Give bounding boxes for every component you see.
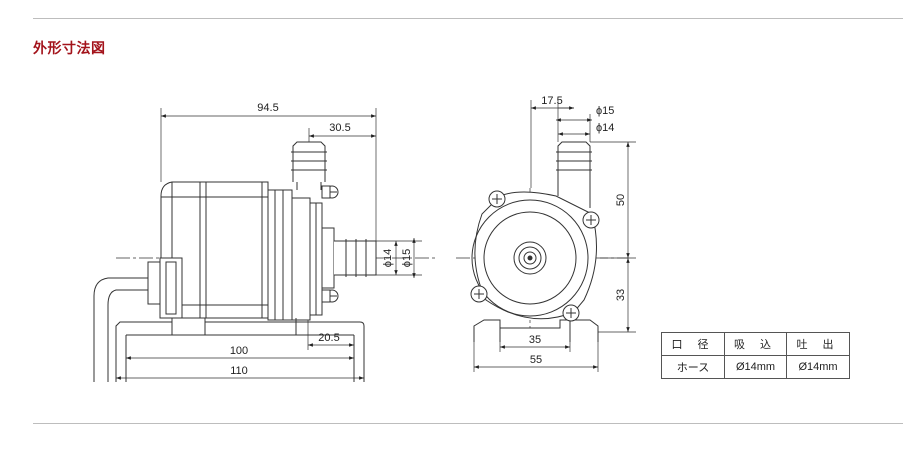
- spec-header-row: 口 径 吸 込 吐 出: [661, 332, 850, 356]
- side-view-dimensions: [116, 108, 422, 380]
- side-view-labels: 94.5 30.5 ϕ14 ϕ15 100 20.5 110: [230, 102, 413, 377]
- top-divider: [33, 18, 903, 19]
- pump-housing: [267, 189, 293, 321]
- dim-lower-height: 33: [615, 289, 627, 301]
- cable-gland: [147, 261, 162, 305]
- dim-upper-height: 50: [615, 194, 627, 206]
- dim-side-phi15: ϕ15: [401, 249, 413, 267]
- dim-mount-outer: 55: [530, 354, 542, 366]
- spec-row-label: ホース: [661, 355, 725, 379]
- dim-outlet-offset: 30.5: [329, 122, 350, 134]
- hose-spec-table: 口 径 吸 込 吐 出 ホース Ø14mm Ø14mm: [661, 332, 850, 379]
- screw-right: [582, 211, 600, 229]
- side-view: [93, 141, 438, 382]
- page-title: 外形寸法図: [33, 40, 106, 56]
- front-outlet-barb: [557, 141, 591, 208]
- screw-bottom-left: [470, 285, 488, 303]
- spec-header-discharge: 吐 出: [786, 332, 850, 356]
- spec-header-bore: 口 径: [661, 332, 725, 356]
- spec-header-suction: 吸 込: [724, 332, 787, 356]
- front-mount-foot: [473, 319, 599, 342]
- dim-front-phi14: ϕ14: [596, 122, 614, 134]
- front-view-dimensions: [473, 100, 636, 372]
- dim-base-inner: 100: [230, 345, 248, 357]
- dim-overall-length: 94.5: [257, 102, 278, 114]
- bottom-divider: [33, 423, 903, 424]
- outlet-barb-top: [292, 141, 326, 182]
- dim-top-offset: 17.5: [541, 95, 562, 107]
- dim-outlet-to-base: 20.5: [318, 332, 339, 344]
- power-cable: [93, 277, 148, 382]
- spec-suction-value: Ø14mm: [724, 355, 787, 379]
- spec-value-row: ホース Ø14mm Ø14mm: [661, 355, 850, 379]
- front-view: [456, 141, 628, 342]
- spec-discharge-value: Ø14mm: [786, 355, 850, 379]
- dim-mount-inner: 35: [529, 334, 541, 346]
- dim-side-phi14: ϕ14: [382, 249, 394, 267]
- dim-base-outer: 110: [230, 365, 248, 377]
- front-view-labels: 17.5 ϕ15 ϕ14 50 33 35 55: [529, 95, 627, 366]
- screw-bottom-right: [562, 304, 580, 322]
- inlet-barb-side: [334, 240, 377, 276]
- screw-top-left: [488, 190, 506, 208]
- dim-front-phi15: ϕ15: [596, 105, 614, 117]
